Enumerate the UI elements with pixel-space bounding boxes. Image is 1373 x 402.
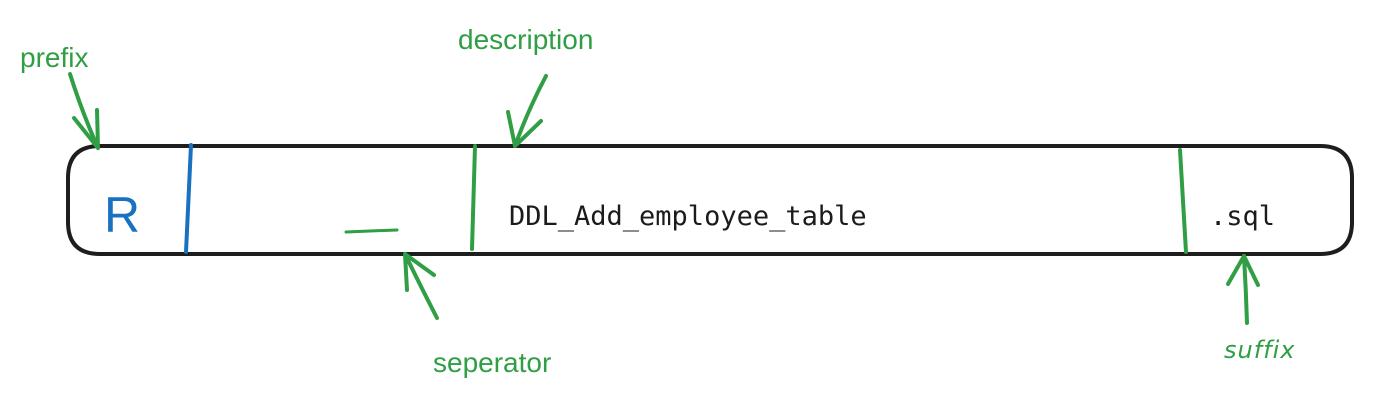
separator-arrow [403,252,439,320]
description-label: description [458,24,594,55]
suffix-arrow [1226,254,1260,325]
suffix-segment: .sql [1210,201,1276,232]
prefix-segment: R [104,187,141,243]
filename-box [66,144,1354,256]
description-arrow [506,74,548,148]
prefix-arrow [68,72,100,150]
suffix-label: suffix [1224,336,1296,364]
suffix-divider [1178,148,1188,254]
description-divider [470,144,477,251]
prefix-label: prefix [20,42,89,73]
separator-mark [344,228,399,234]
separator-label: seperator [433,347,552,378]
prefix-divider [184,143,193,254]
description-segment: DDL_Add_employee_table [509,201,867,232]
